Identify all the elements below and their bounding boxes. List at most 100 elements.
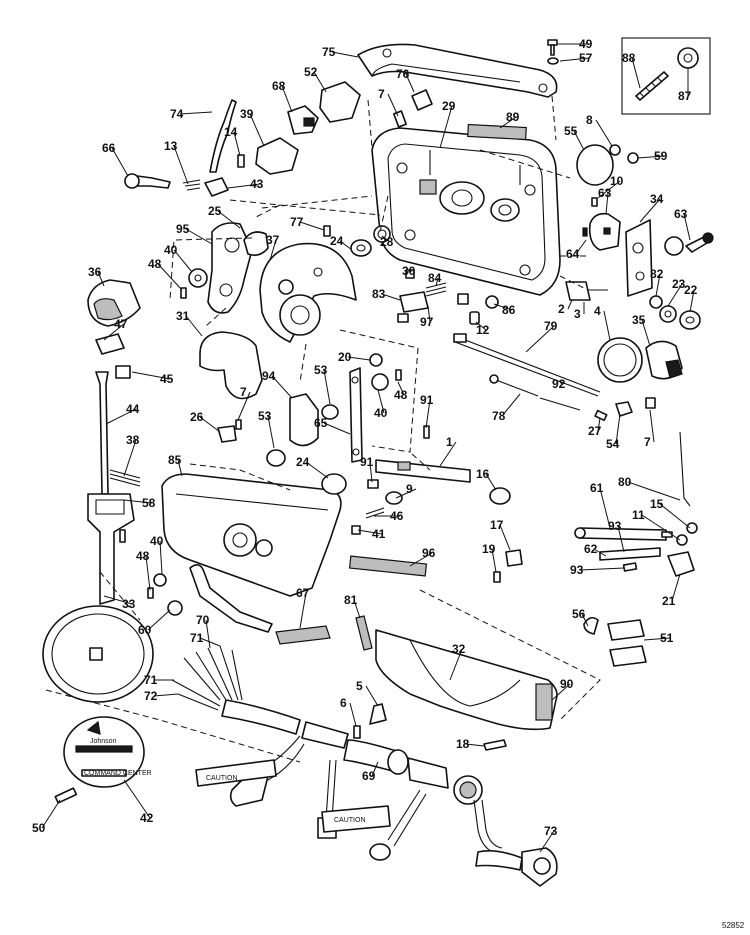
callout-35: 35 (632, 313, 651, 347)
callout-number: 7 (644, 435, 651, 449)
leader-line (153, 693, 179, 697)
callout-number: 12 (476, 323, 490, 337)
leader-line (377, 389, 385, 414)
callout-64: 64 (566, 239, 587, 261)
callout-68: 68 (272, 79, 293, 113)
leader-line (617, 525, 625, 553)
callout-24: 24 (296, 455, 329, 479)
knob-part (565, 144, 639, 301)
spring-part (397, 269, 499, 325)
callout-12: 12 (475, 321, 490, 337)
callout-number: 33 (122, 597, 136, 611)
callout-48: 48 (148, 257, 183, 291)
callout-52: 52 (304, 65, 327, 93)
callout-40: 40 (374, 389, 388, 420)
leader-line (381, 293, 401, 301)
callout-50: 50 (32, 799, 61, 835)
leader-line (331, 51, 359, 58)
callout-80: 80 (618, 475, 681, 501)
callout-number: 65 (314, 416, 328, 430)
callout-number: 91 (360, 455, 374, 469)
callout-85: 85 (168, 453, 183, 477)
callout-number: 55 (564, 124, 578, 138)
callout-59: 59 (637, 149, 668, 163)
cover-part (357, 43, 558, 98)
callout-21: 21 (662, 573, 681, 608)
callout-10: 10 (597, 174, 624, 199)
callout-37: 37 (266, 233, 280, 261)
callout-78: 78 (492, 393, 521, 423)
gauge-part (597, 337, 683, 417)
leader-line (439, 105, 453, 149)
callout-55: 55 (564, 124, 585, 151)
callout-57: 57 (559, 51, 593, 65)
callout-number: 35 (632, 313, 646, 327)
disc-part (42, 605, 154, 703)
leader-line (227, 183, 261, 189)
callout-27: 27 (588, 417, 602, 438)
leader-line (637, 155, 665, 159)
caution-label-text: CAUTION (206, 775, 238, 782)
leader-line (313, 71, 327, 93)
callout-number: 73 (544, 824, 558, 838)
callout-number: 17 (490, 518, 504, 532)
leader-line (199, 637, 221, 647)
leader-line (595, 119, 613, 147)
callout-number: 57 (579, 51, 593, 65)
callout-number: 16 (476, 467, 490, 481)
callout-number: 48 (136, 549, 150, 563)
callout-number: 92 (552, 377, 566, 391)
leader-line (185, 228, 213, 245)
callout-15: 15 (650, 497, 691, 529)
callout-number: 74 (170, 107, 184, 121)
callout-number: 7 (378, 87, 385, 101)
callout-number: 82 (650, 267, 664, 281)
callout-number: 1 (446, 435, 453, 449)
callout-number: 63 (674, 207, 688, 221)
leader-line (267, 415, 275, 449)
callout-19: 19 (482, 542, 497, 573)
callout-number: 29 (442, 99, 456, 113)
caution-label-text: CAUTION (334, 817, 366, 824)
callout-number: 27 (588, 424, 602, 438)
callout-2: 2 (558, 299, 573, 316)
leader-line (493, 303, 513, 311)
callout-73: 73 (539, 824, 558, 853)
callout-63: 63 (598, 186, 612, 215)
callout-number: 88 (622, 51, 636, 65)
bracket-part (147, 564, 273, 633)
decal-part (348, 555, 428, 577)
callout-7: 7 (644, 409, 655, 449)
leader-line (597, 417, 601, 432)
drawing-code: 52852 (722, 921, 745, 930)
leader-line (173, 145, 189, 185)
leader-line (615, 413, 621, 445)
callout-28: 28 (380, 235, 394, 249)
callout-number: 50 (32, 821, 46, 835)
callout-number: 89 (506, 110, 520, 124)
leader-line (465, 743, 485, 747)
callout-number: 81 (344, 593, 358, 607)
leader-line (597, 180, 621, 199)
leader-line (427, 305, 431, 323)
leader-line (357, 529, 383, 535)
callout-81: 81 (344, 593, 361, 619)
leader-line (409, 552, 433, 567)
callout-number: 34 (650, 192, 664, 206)
callout-number: 38 (126, 433, 140, 447)
callout-82: 82 (650, 267, 664, 297)
callout-number: 49 (579, 37, 593, 51)
leader-line (271, 375, 293, 399)
callout-61: 61 (590, 481, 611, 529)
leader-line (233, 131, 241, 157)
callout-number: 6 (340, 696, 347, 710)
callout-71: 71 (190, 631, 221, 647)
leader-line (627, 481, 681, 501)
callout-70: 70 (196, 613, 211, 649)
callout-number: 40 (374, 406, 388, 420)
callout-56: 56 (572, 607, 589, 627)
callout-58: 58 (123, 496, 156, 510)
leader-line (131, 371, 171, 380)
leader-line (185, 315, 203, 337)
callout-93: 93 (570, 563, 625, 577)
